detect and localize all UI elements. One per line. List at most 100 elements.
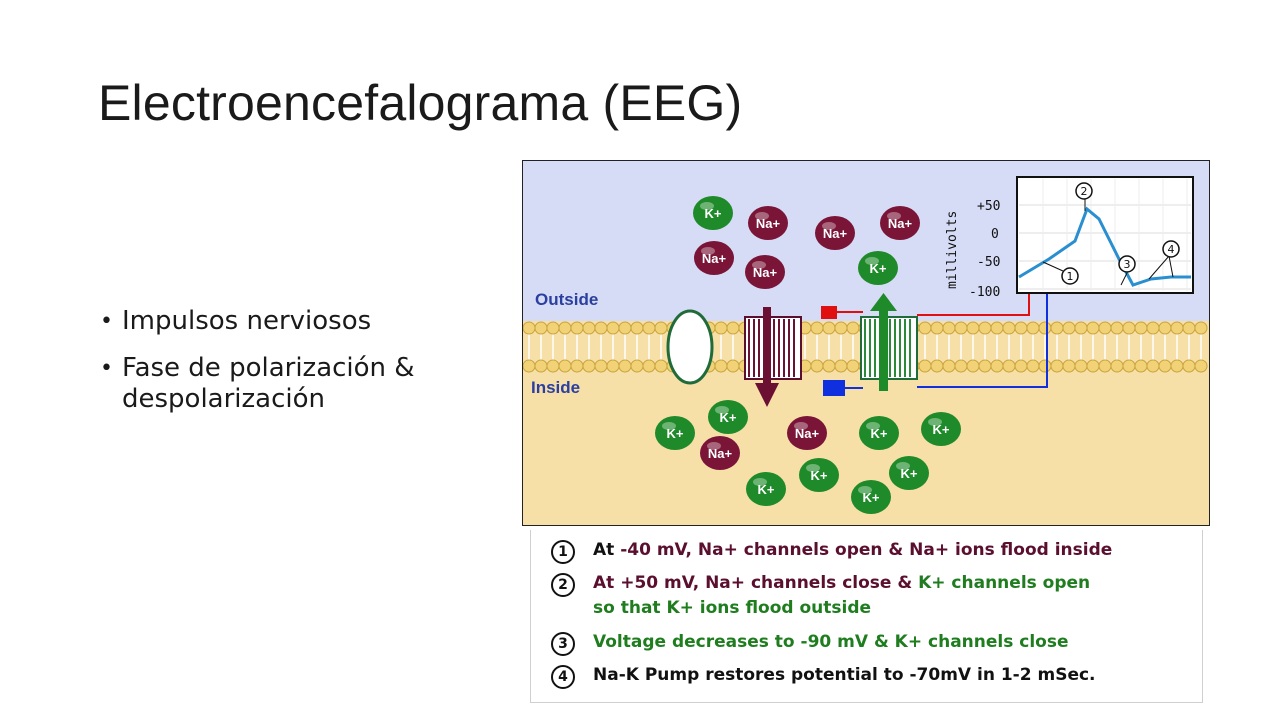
lipid-head	[1050, 321, 1064, 335]
lipid-head	[570, 321, 584, 335]
lipid-head	[810, 359, 824, 373]
ions-group: K+Na+Na+Na+Na+Na+K+K+K+Na+Na+K+K+K+K+K+K…	[655, 196, 961, 514]
lipid-head	[966, 321, 980, 335]
lipid-head	[523, 359, 536, 373]
lipid-head	[846, 321, 860, 335]
svg-text:Na+: Na+	[756, 216, 781, 231]
svg-text:K+: K+	[758, 482, 775, 497]
svg-text:K+: K+	[705, 206, 722, 221]
sodium-ion: Na+	[787, 416, 827, 450]
lipid-head	[558, 321, 572, 335]
lipid-head	[1038, 359, 1052, 373]
lipid-head	[918, 321, 932, 335]
lipid-head	[1110, 321, 1124, 335]
lipid-head	[726, 321, 740, 335]
lipid-head	[1074, 321, 1088, 335]
lipid-head	[642, 321, 656, 335]
potassium-ion: K+	[859, 416, 899, 450]
lipid-head	[954, 359, 968, 373]
lipid-head	[714, 321, 728, 335]
lipid-head	[822, 321, 836, 335]
lipid-head	[1086, 321, 1100, 335]
lipid-head	[1074, 359, 1088, 373]
lipid-head	[1026, 321, 1040, 335]
lipid-head	[654, 359, 668, 373]
lipid-head	[990, 359, 1004, 373]
lipid-head	[654, 321, 668, 335]
wire-blue	[917, 293, 1048, 388]
ytick-label: -50	[977, 255, 1000, 270]
lipid-head	[1194, 321, 1208, 335]
lipid-head	[942, 321, 956, 335]
ytick-label: +50	[977, 199, 1000, 214]
svg-text:K+: K+	[870, 261, 887, 276]
svg-text:K+: K+	[720, 410, 737, 425]
lipid-head	[594, 321, 608, 335]
lipid-head	[1002, 359, 1016, 373]
lipid-head	[978, 321, 992, 335]
lipid-head	[834, 321, 848, 335]
lipid-head	[1014, 359, 1028, 373]
sodium-ion: Na+	[815, 216, 855, 250]
lipid-head	[1134, 359, 1148, 373]
lipid-head	[523, 321, 536, 335]
lipid-head	[1062, 359, 1076, 373]
graph-marker: 2	[1075, 182, 1093, 200]
graph-marker: 1	[1061, 267, 1079, 285]
potassium-ion: K+	[693, 196, 733, 230]
membrane-diagram: Outside Inside K+Na+Na+Na+Na+Na+K+K+K+Na…	[523, 161, 1209, 525]
svg-text:1: 1	[1067, 270, 1074, 283]
lipid-head	[1050, 359, 1064, 373]
action-potential-figure: Outside Inside K+Na+Na+Na+Na+Na+K+K+K+Na…	[522, 160, 1210, 526]
potassium-ion: K+	[746, 472, 786, 506]
lipid-head	[1146, 359, 1160, 373]
k-channel	[860, 293, 918, 391]
svg-text:K+: K+	[667, 426, 684, 441]
potassium-ion: K+	[708, 400, 748, 434]
lipid-head	[594, 359, 608, 373]
lipid-head	[1170, 321, 1184, 335]
lipid-head	[966, 359, 980, 373]
potassium-ion: K+	[851, 480, 891, 514]
lipid-head	[534, 359, 548, 373]
graph-marker: 4	[1162, 240, 1180, 258]
lipid-head	[1026, 359, 1040, 373]
lipid-head	[714, 359, 728, 373]
bullet-item: •Fase de polarización & despolarización	[100, 353, 415, 414]
sodium-ion: Na+	[694, 241, 734, 275]
lipid-head	[534, 321, 548, 335]
outside-label: Outside	[535, 290, 598, 309]
lipid-head	[1110, 359, 1124, 373]
svg-text:Na+: Na+	[795, 426, 820, 441]
bullet-dot-icon: •	[100, 309, 113, 334]
step-number-badge: 4	[551, 665, 575, 689]
svg-text:Na+: Na+	[708, 446, 733, 461]
lipid-head	[1182, 359, 1196, 373]
lipid-head	[1002, 321, 1016, 335]
ytick-label: 0	[991, 227, 999, 242]
svg-text:4: 4	[1168, 243, 1175, 256]
slide-title: Electroencefalograma (EEG)	[98, 75, 743, 131]
lipid-head	[1122, 359, 1136, 373]
bullet-dot-icon: •	[100, 356, 113, 381]
step-number-badge: 1	[551, 540, 575, 564]
legend-panel: 1 At -40 mV, Na+ channels open & Na+ ion…	[530, 530, 1203, 703]
na-channel	[744, 307, 802, 407]
svg-text:2: 2	[1081, 185, 1088, 198]
lipid-head	[1014, 321, 1028, 335]
lipid-head	[606, 321, 620, 335]
svg-text:Na+: Na+	[753, 265, 778, 280]
lipid-head	[606, 359, 620, 373]
lipid-head	[1098, 321, 1112, 335]
lipid-head	[582, 359, 596, 373]
lipid-head	[1038, 321, 1052, 335]
sodium-ion: Na+	[748, 206, 788, 240]
svg-text:Na+: Na+	[702, 251, 727, 266]
sodium-ion: Na+	[745, 255, 785, 289]
potassium-ion: K+	[921, 412, 961, 446]
ytick-label: -100	[969, 285, 1000, 300]
lipid-head	[1194, 359, 1208, 373]
lipid-head	[1182, 321, 1196, 335]
lipid-head	[546, 359, 560, 373]
